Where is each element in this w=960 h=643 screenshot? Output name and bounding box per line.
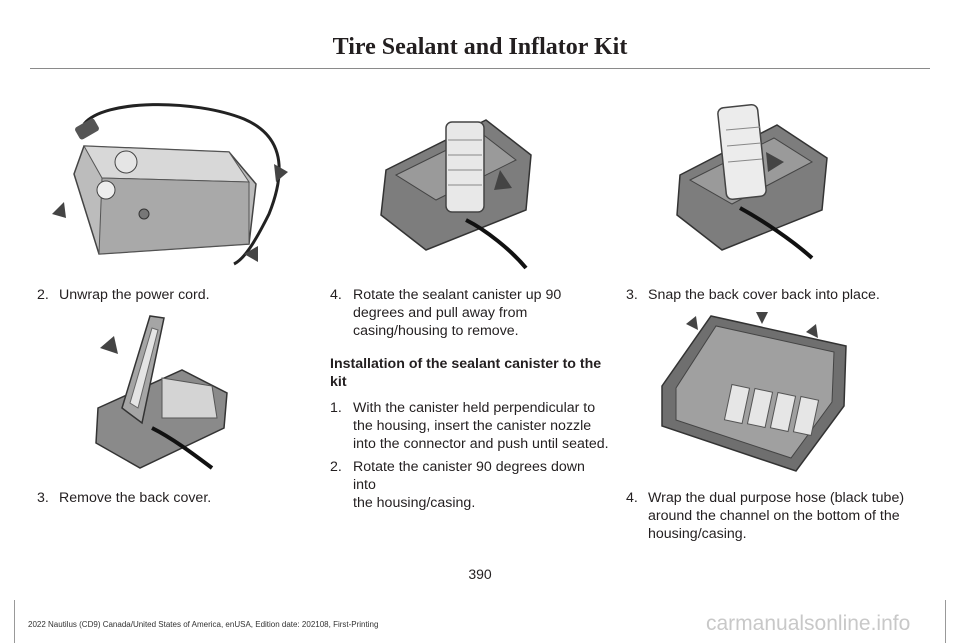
- canister-rotated-up-icon: [376, 100, 546, 275]
- compressor-with-power-cord-icon: [44, 94, 300, 274]
- step-remove-back-cover: 3. Remove the back cover.: [37, 490, 212, 506]
- step-rotate-canister-up: 4. Rotate the sealant canister up 90 deg…: [330, 287, 562, 339]
- step-unwrap-power-cord: 2. Unwrap the power cord.: [37, 287, 210, 303]
- step-snap-back-cover: 3. Snap the back cover back into place.: [626, 287, 880, 303]
- step-insert-canister: 1. With the canister held perpendicular …: [330, 400, 609, 452]
- page-title: Tire Sealant and Inflator Kit: [332, 34, 628, 60]
- page-number: 390: [468, 566, 492, 582]
- step-rotate-canister-down: 2. Rotate the canister 90 degrees down i…: [330, 459, 585, 511]
- watermark-text: carmanualsonline.info: [706, 612, 911, 635]
- step-wrap-hose: 4. Wrap the dual purpose hose (black tub…: [626, 490, 905, 542]
- back-cover-removal-icon: [92, 308, 232, 476]
- canister-removed-icon: [672, 100, 836, 265]
- back-cover-snap-icon: [656, 306, 856, 476]
- install-heading: Installation of the sealant canister to …: [330, 356, 602, 390]
- crop-mark-right: [945, 600, 960, 643]
- header-rule: [30, 68, 930, 69]
- crop-mark-left: [0, 600, 15, 643]
- footer-edition: 2022 Nautilus (CD9) Canada/United States…: [28, 620, 379, 629]
